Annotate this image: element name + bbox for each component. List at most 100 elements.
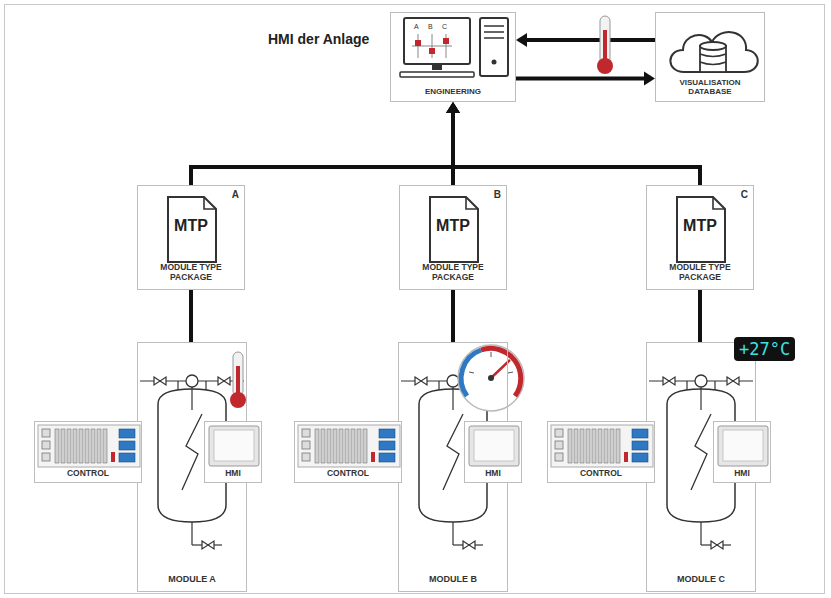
module-type-package-box: MTPCMODULE TYPE PACKAGE	[646, 185, 754, 290]
indicator	[624, 452, 628, 462]
document-fold	[204, 197, 216, 209]
engineering-box: ENGINEERING	[390, 12, 516, 102]
relay-module	[119, 441, 135, 450]
io-card	[85, 429, 89, 463]
io-card	[351, 429, 355, 463]
hmi-frame	[469, 426, 519, 466]
io-card	[345, 429, 349, 463]
relay-module	[379, 441, 395, 450]
process-module-box: MODULE BCONTROLHMI	[398, 342, 508, 592]
io-card	[580, 429, 584, 463]
hmi-box: HMI	[713, 421, 771, 483]
io-card	[610, 429, 614, 463]
node-text: MTP	[402, 217, 504, 235]
node-text: MODULE C	[649, 574, 753, 584]
io-card	[67, 429, 71, 463]
io-card	[363, 429, 367, 463]
arrow-head	[446, 102, 460, 113]
relay-module	[632, 453, 648, 462]
process-module-box: MODULE ACONTROLHMI	[137, 342, 247, 592]
temperature-display: +27°C	[734, 337, 795, 361]
node-text: CONTROL	[297, 469, 399, 479]
connector-line	[451, 290, 455, 342]
control-box: CONTROL	[547, 421, 655, 483]
io-card	[79, 429, 83, 463]
io-card	[339, 429, 343, 463]
node-text: MODULE TYPE PACKAGE	[649, 263, 751, 283]
node-text: B	[494, 189, 501, 201]
io-card	[327, 429, 331, 463]
io-card	[91, 429, 95, 463]
indicator	[371, 452, 375, 462]
dial-gauge-icon	[458, 345, 524, 411]
node-text: MODULE TYPE PACKAGE	[402, 263, 504, 283]
terminal-block	[555, 441, 563, 449]
relay-module	[379, 429, 395, 438]
io-card	[592, 429, 596, 463]
control-box: CONTROL	[294, 421, 402, 483]
hmi-frame	[209, 426, 259, 466]
hmi-box: HMI	[464, 421, 522, 483]
process-module-box: MODULE CCONTROLHMI	[646, 342, 756, 592]
io-card	[103, 429, 107, 463]
thermometer-icon	[597, 16, 613, 74]
control-panel	[38, 425, 140, 467]
module-type-package-box: MTP B MODULE TYPE PACKAGE	[399, 185, 507, 290]
node-text: MTP	[140, 217, 242, 235]
terminal-block	[302, 441, 310, 449]
io-card	[586, 429, 590, 463]
io-card	[73, 429, 77, 463]
hmi-box: HMI	[204, 421, 262, 483]
connector-line	[191, 113, 453, 185]
connector	[516, 72, 655, 86]
connector-line	[516, 77, 644, 81]
io-card	[61, 429, 65, 463]
node-text: HMI	[716, 469, 768, 479]
node-text: CONTROL	[37, 469, 139, 479]
connector	[453, 290, 454, 342]
chart-letter: B	[428, 23, 433, 30]
node-text: HMI	[207, 469, 259, 479]
control-panel	[298, 425, 400, 467]
arrow-head	[516, 33, 527, 47]
relay-module	[119, 429, 135, 438]
hmi-frame	[718, 426, 768, 466]
io-card	[97, 429, 101, 463]
control-panel	[551, 425, 653, 467]
document-fold	[713, 197, 725, 209]
connector	[191, 290, 192, 342]
terminal-block	[555, 429, 563, 437]
relay-module	[632, 441, 648, 450]
connector	[700, 290, 701, 342]
plant-hmi-heading: HMI der Anlage	[268, 31, 369, 47]
chart-letter: A	[414, 23, 419, 30]
io-card	[616, 429, 620, 463]
terminal-block	[302, 429, 310, 437]
node-text: MODULE TYPE PACKAGE	[140, 263, 242, 283]
connector-line	[698, 290, 702, 342]
node-text: A	[232, 189, 239, 201]
terminal-block	[555, 453, 563, 461]
node-text: HMI	[467, 469, 519, 479]
hmi-screen	[723, 430, 763, 461]
relay-module	[379, 453, 395, 462]
node-text: ENGINEERING	[393, 87, 513, 96]
connector	[191, 102, 460, 185]
relay-module	[119, 453, 135, 462]
node-text: C	[741, 189, 748, 201]
node-text: VISUALISATION DATABASE	[658, 78, 762, 96]
cloud-database-icon	[670, 32, 757, 72]
terminal-block	[302, 453, 310, 461]
thermometer-icon	[230, 352, 246, 408]
hmi-screen	[214, 430, 254, 461]
connector	[446, 102, 700, 185]
connector-line	[527, 38, 655, 42]
io-card	[568, 429, 572, 463]
terminal-block	[42, 453, 50, 461]
control-box: CONTROL	[34, 421, 142, 483]
connector	[516, 33, 655, 47]
module-type-package-box: MTP A MODULE TYPE PACKAGE	[137, 185, 245, 290]
vessel-drawings	[140, 375, 753, 549]
node-text: MODULE A	[140, 574, 244, 584]
chart-letter: C	[442, 23, 447, 30]
